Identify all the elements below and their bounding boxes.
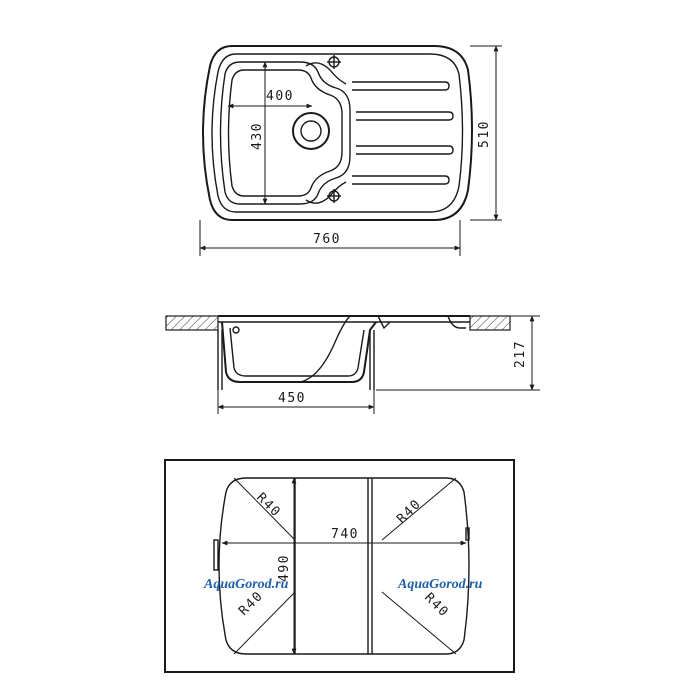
bowl-inner-outline bbox=[227, 69, 343, 197]
overall-height-dimension: 510 bbox=[477, 120, 492, 148]
watermark-right: AquaGorod.ru bbox=[397, 577, 483, 592]
watermark-left: AquaGorod.ru bbox=[203, 577, 289, 592]
radius-label-bottom-right: R40 bbox=[421, 590, 451, 620]
tap-hole-bottom-icon bbox=[327, 189, 341, 203]
template-frame bbox=[164, 459, 515, 673]
sink-inner-rim bbox=[211, 53, 464, 213]
countertop-right bbox=[469, 315, 511, 331]
radius-label-top-right: R40 bbox=[394, 496, 424, 526]
cutout-height-dimension: 490 bbox=[277, 554, 292, 582]
depth-dimension: 217 bbox=[513, 340, 528, 368]
radius-label-top-left: R40 bbox=[253, 490, 283, 520]
radius-label-bottom-left: R40 bbox=[236, 588, 266, 618]
cutout-width-dimension: 740 bbox=[331, 527, 359, 542]
drain-outer bbox=[292, 112, 330, 150]
sink-outer-outline bbox=[202, 45, 473, 221]
cutout-template-view: 740 490 R40 R40 R40 R40 AquaGorod.ru Aqu… bbox=[164, 459, 515, 673]
drain-inner bbox=[300, 120, 322, 142]
overall-width-dimension: 760 bbox=[313, 232, 341, 247]
top-view: 400 430 510 760 bbox=[199, 45, 502, 256]
drainboard-grooves bbox=[352, 81, 454, 185]
bowl-corner-top bbox=[305, 62, 347, 85]
side-bowl-width-dimension: 450 bbox=[278, 391, 306, 406]
countertop-left bbox=[165, 315, 219, 331]
bowl-profile bbox=[221, 321, 377, 383]
tap-hole-top-icon bbox=[327, 55, 341, 69]
bowl-height-dimension: 430 bbox=[250, 122, 265, 150]
side-view: 217 450 bbox=[165, 315, 540, 414]
cutout-outline bbox=[218, 477, 470, 655]
bowl-width-dimension: 400 bbox=[266, 89, 294, 104]
bowl-outline bbox=[219, 61, 351, 205]
